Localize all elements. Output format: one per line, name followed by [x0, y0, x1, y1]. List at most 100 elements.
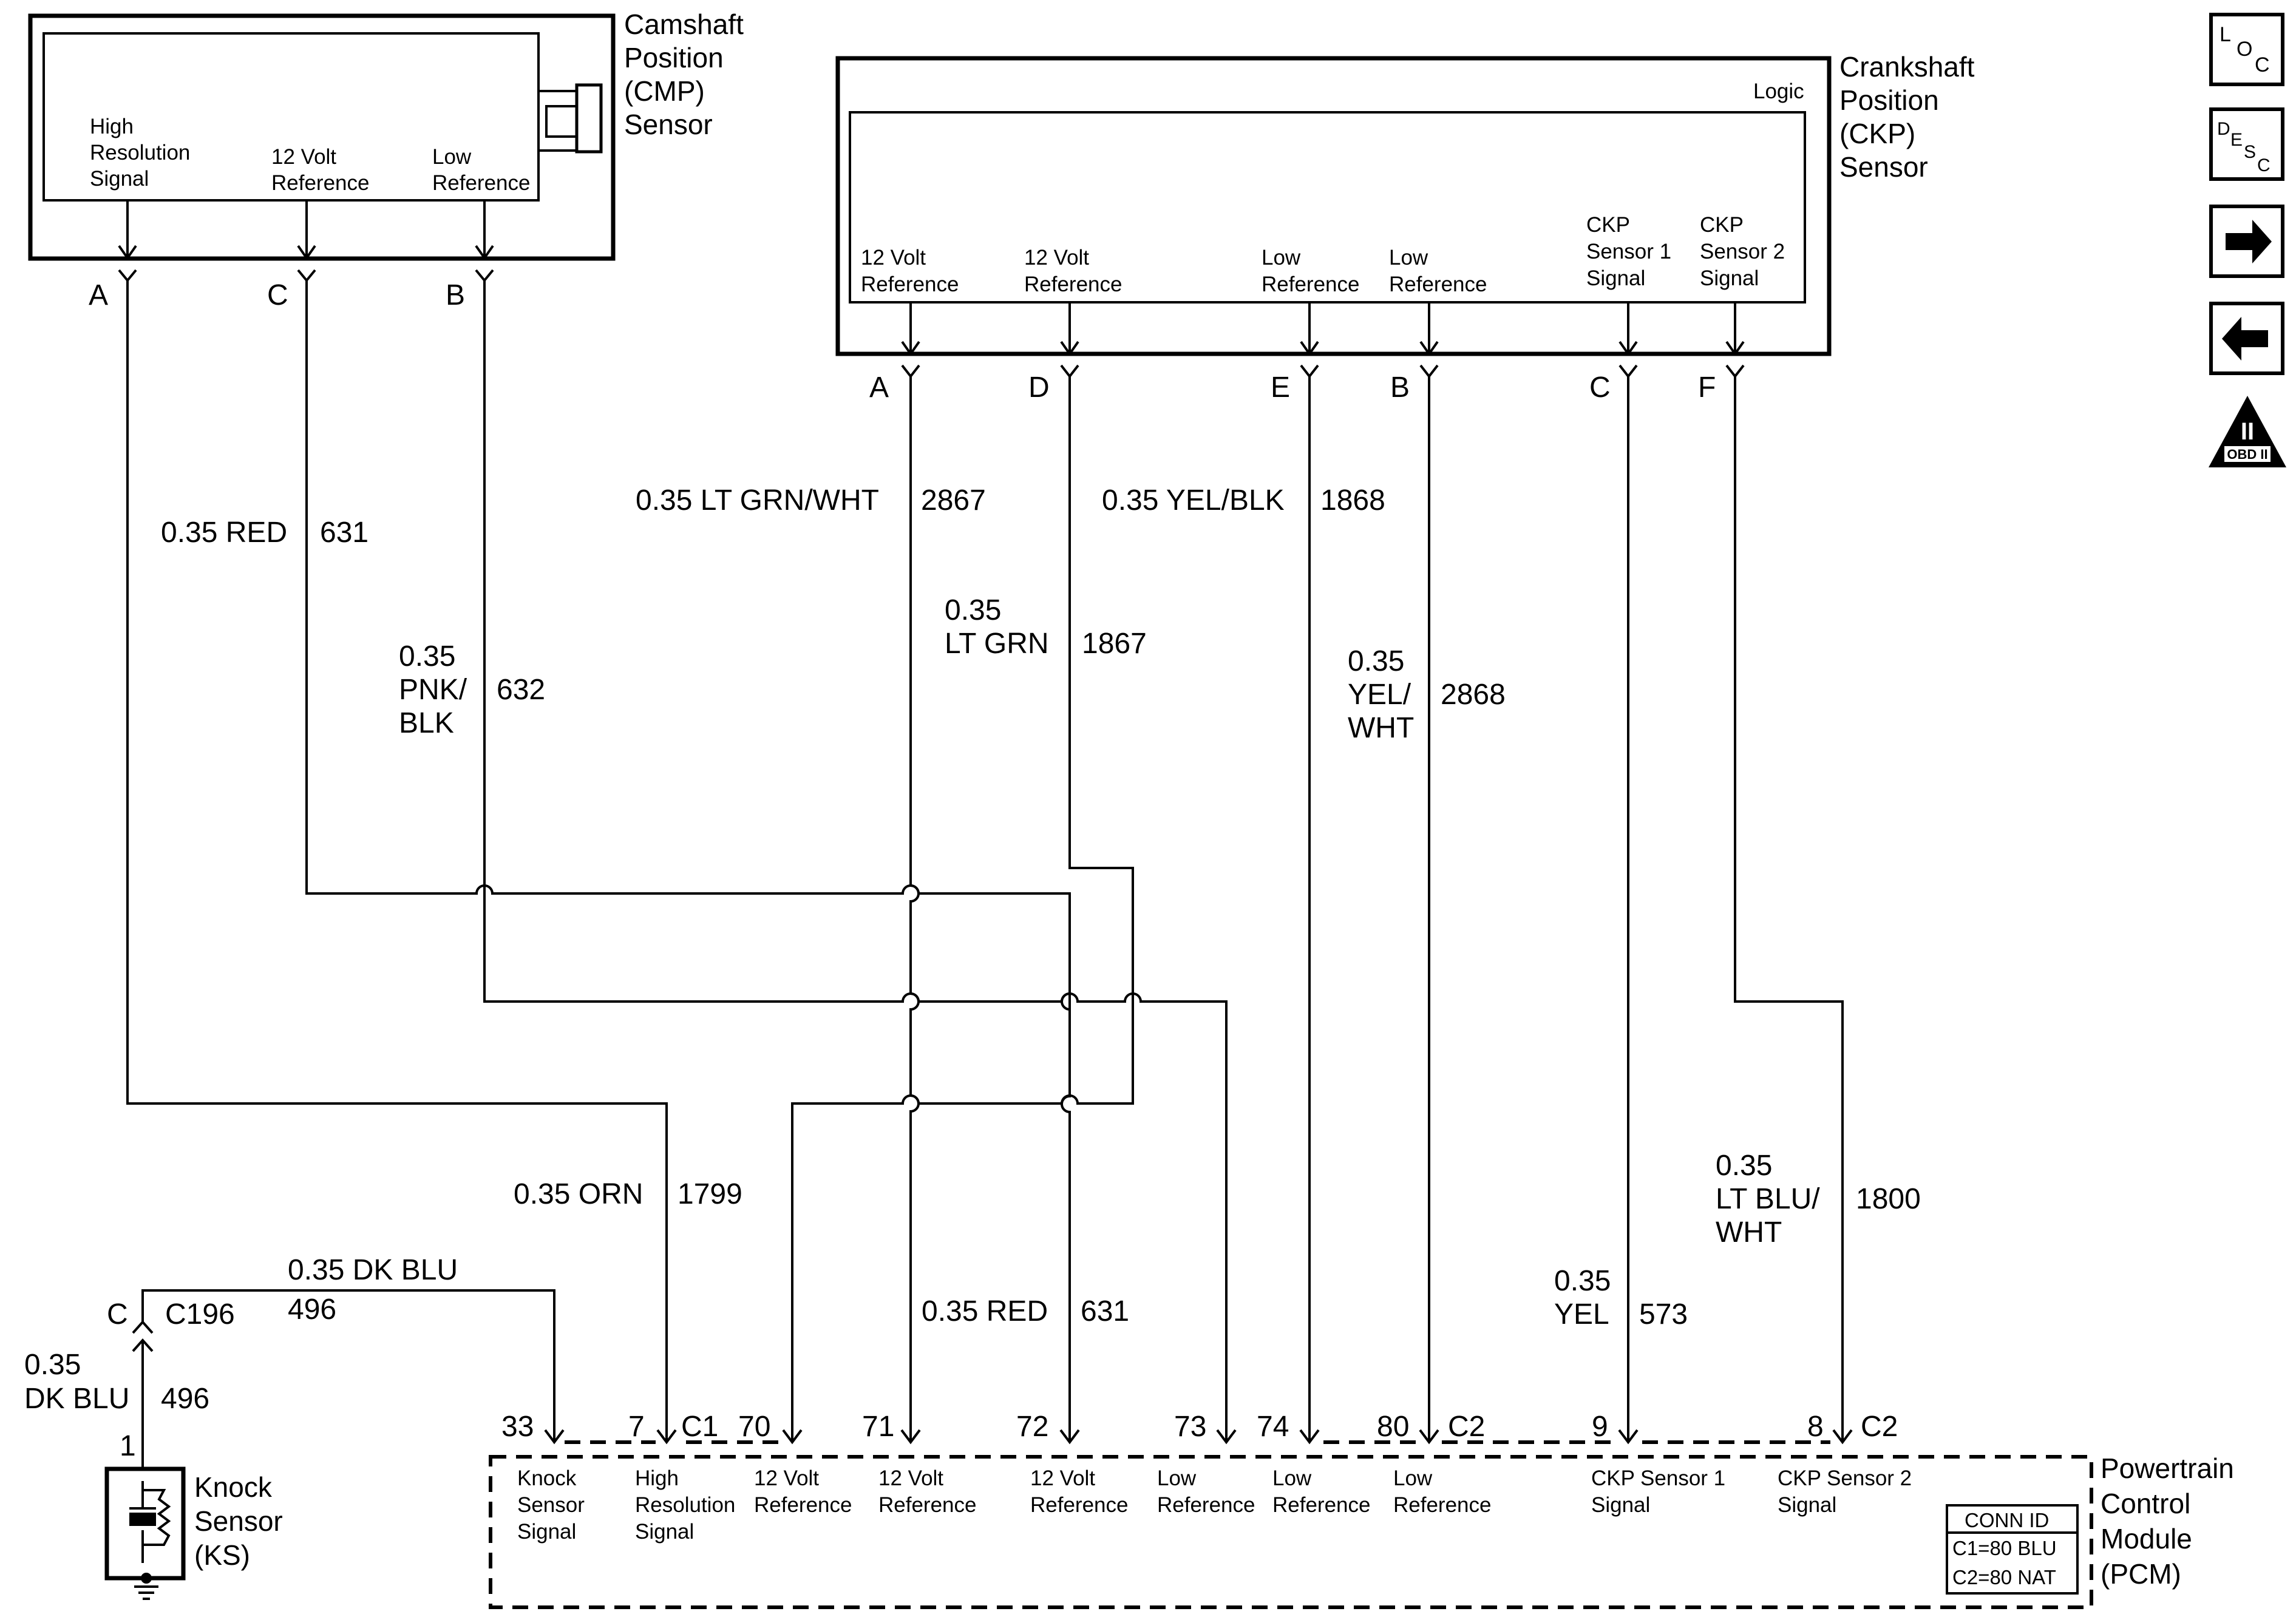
wire-color-label: PNK/ [399, 674, 467, 706]
pcm-terminal-label: Reference [1030, 1493, 1128, 1517]
wire-color-label: 0.35 RED [922, 1295, 1048, 1327]
wire-color-label: 0.35 RED [161, 517, 287, 549]
desc-letter: S [2244, 142, 2256, 162]
cmp-terminal-label: High [90, 115, 134, 138]
ckp-terminal-label: Signal [1586, 266, 1645, 290]
next-button[interactable] [2209, 205, 2284, 278]
pcm-connector-tag: C1 [681, 1411, 718, 1443]
wire-1799 [126, 280, 668, 1442]
cmp-terminal-label: Resolution [90, 141, 190, 164]
wire-circuit-number: 632 [497, 674, 545, 706]
cmp-name-line: (CMP) [624, 75, 705, 107]
ckp-terminal-label: CKP [1586, 213, 1630, 237]
ckp-terminal-label: Signal [1700, 266, 1759, 290]
cmp-sensor-tip-symbol [538, 83, 603, 154]
pcm-terminal-label: Signal [1778, 1493, 1836, 1517]
pcm-name-line: (PCM) [2101, 1558, 2181, 1590]
cmp-pin-letter: C [267, 279, 288, 311]
wire-color-label: YEL/ [1348, 679, 1411, 711]
desc-letter: C [2257, 155, 2271, 175]
pcm-pin-number: 80 [1377, 1411, 1409, 1443]
pcm-pin-number: 73 [1174, 1411, 1206, 1443]
wire-labels: 0.35 RED 631 0.35 PNK/ BLK 632 0.35 LT G… [24, 484, 1921, 1415]
ks-ground-icon [134, 1573, 158, 1600]
wire-circuit-number: 573 [1639, 1298, 1688, 1331]
pcm-terminal-label: CKP Sensor 1 [1591, 1466, 1725, 1490]
pcm-terminal-label: Resolution [635, 1493, 735, 1517]
wire-color-label: YEL [1554, 1298, 1609, 1331]
pcm-terminal-label: 12 Volt [754, 1466, 819, 1490]
pcm-terminal-label: Sensor [517, 1493, 585, 1517]
ckp-name-line: (CKP) [1839, 118, 1915, 149]
cmp-terminal-label: 12 Volt [271, 145, 336, 169]
ckp-sensor-inner-box [849, 111, 1806, 303]
wire-color-label: 0.35 [24, 1349, 81, 1381]
wire-color-label: 0.35 ORN [514, 1178, 643, 1210]
loc-button[interactable]: L O C [2209, 13, 2284, 86]
previous-button[interactable] [2209, 302, 2284, 375]
pcm-pin-number: 74 [1257, 1411, 1289, 1443]
wire-2867 [909, 376, 920, 1442]
pcm-terminal-label: Signal [1591, 1493, 1650, 1517]
desc-button[interactable]: D E S C [2209, 107, 2284, 181]
wire-color-label: BLK [399, 707, 454, 739]
ckp-pin-letter: D [1028, 371, 1050, 404]
wire-color-label: 0.35 [1716, 1150, 1772, 1182]
desc-icon[interactable] [2209, 107, 2284, 181]
ckp-terminal-label: Low [1262, 246, 1301, 270]
pcm-conn-id-box: CONN ID C1=80 BLU C2=80 NAT [1946, 1504, 2079, 1595]
ckp-terminal-label: Reference [1262, 273, 1359, 296]
cmp-terminal-label: Signal [90, 167, 149, 191]
pcm-pin-number: 70 [738, 1411, 770, 1443]
cmp-name-line: Position [624, 42, 724, 73]
wire-circuit-number: 1867 [1082, 628, 1147, 660]
wire-color-label: WHT [1348, 712, 1414, 744]
pcm-connector-tag: C2 [1448, 1411, 1485, 1443]
obd-ii-button[interactable]: II OBD II [2209, 396, 2286, 467]
cmp-name-line: Sensor [624, 109, 713, 140]
ks-name-line: Sensor [194, 1505, 283, 1537]
ckp-pin-letter: E [1271, 371, 1290, 404]
ckp-sensor: Logic Crankshaft Position (CKP) Sensor 1… [835, 51, 1975, 404]
ckp-terminal-label: Sensor 1 [1586, 240, 1671, 263]
cmp-terminal-label: Low [432, 145, 472, 169]
obd-ii-label: OBD II [2227, 447, 2267, 462]
cmp-sensor-outer-box [28, 13, 616, 261]
obd-ii-numeral: II [2241, 418, 2254, 445]
conn-id-row: C2=80 NAT [1952, 1566, 2056, 1588]
cmp-name-line: Camshaft [624, 8, 744, 40]
ks-name-line: Knock [194, 1471, 273, 1503]
pcm-terminal-label: Reference [878, 1493, 976, 1517]
wire-color-label: LT BLU/ [1716, 1183, 1820, 1215]
pcm-dashed-box [489, 1455, 2093, 1609]
pcm-terminal-label: 12 Volt [878, 1466, 943, 1490]
pcm-terminal-label: CKP Sensor 2 [1778, 1466, 1912, 1490]
wire-color-label: 0.35 YEL/BLK [1102, 484, 1285, 517]
pcm-terminal-label: 12 Volt [1030, 1466, 1095, 1490]
ckp-terminal-label: 12 Volt [1024, 246, 1089, 270]
loc-letter: O [2237, 38, 2252, 61]
pcm-name-line: Module [2101, 1523, 2192, 1554]
loc-icon[interactable] [2209, 13, 2284, 86]
desc-letter: E [2230, 130, 2243, 150]
pcm-terminal-label: High [635, 1466, 679, 1490]
ckp-terminal-label: Sensor 2 [1700, 240, 1785, 263]
wire-color-label: 0.35 [945, 594, 1001, 626]
ckp-sensor-outer-box [835, 56, 1832, 356]
c196-connector-name: C196 [165, 1298, 235, 1331]
cmp-pin-letter: A [89, 279, 108, 311]
loc-letter: C [2255, 53, 2270, 76]
wire-circuit-number: 2867 [921, 484, 986, 517]
pcm-pin-number: 7 [628, 1411, 645, 1443]
ckp-terminal-label: CKP [1700, 213, 1744, 237]
c196-pin-letter: C [107, 1298, 128, 1331]
ks-name-line: (KS) [194, 1539, 250, 1571]
loc-letter: L [2220, 23, 2231, 46]
pcm-name-line: Control [2101, 1488, 2190, 1519]
pcm-pin-number: 9 [1592, 1411, 1608, 1443]
wire-color-label: 0.35 [1348, 645, 1404, 677]
wire-1867 [791, 376, 1134, 1442]
pcm-terminal-label: Reference [1157, 1493, 1255, 1517]
wire-color-label: DK BLU [24, 1383, 129, 1415]
wire-color-label: 0.35 LT GRN/WHT [636, 484, 879, 517]
